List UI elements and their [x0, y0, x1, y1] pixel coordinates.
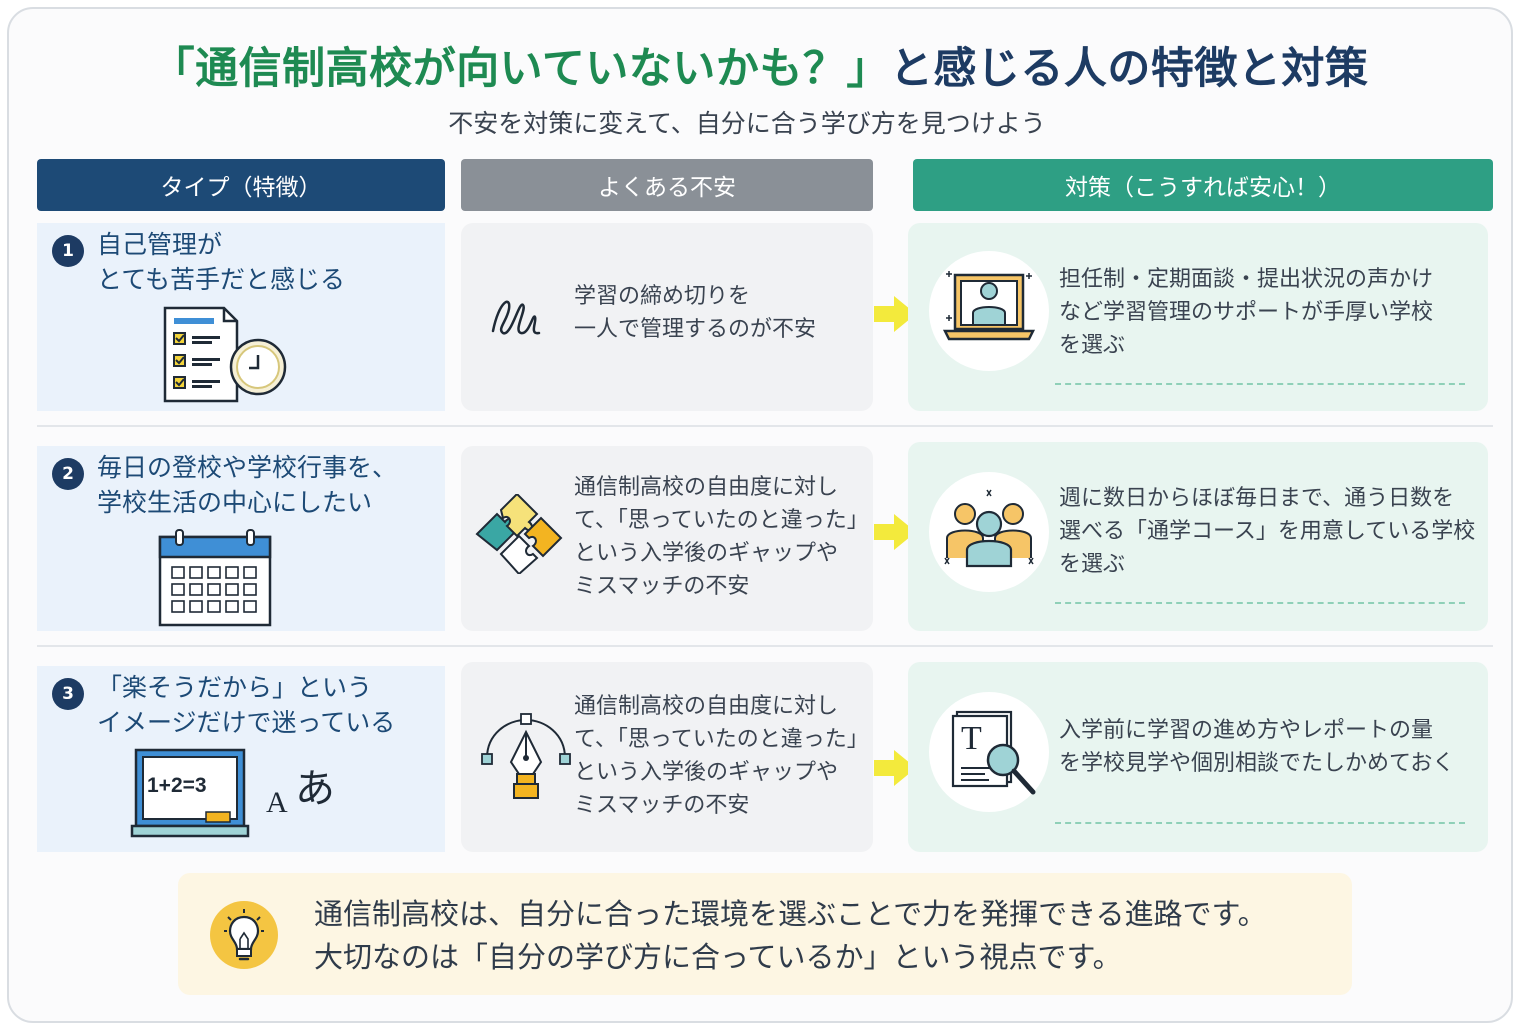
type-text: 毎日の登校や学校行事を、 学校生活の中心にしたい [97, 453, 398, 517]
hiragana-a-glyph: あ [295, 766, 335, 812]
anxiety-text: 通信制高校の自由度に対し て、「思っていたのと違った」 という入学後のギャップや… [574, 475, 869, 599]
solution-cell-3: T 入学前に学習の進め方やレポートの量 を学校見学や個別相談でたしかめておく [908, 662, 1488, 852]
row-number-badge: 3 [52, 678, 84, 710]
solution-icon-circle [929, 251, 1049, 371]
solution-cell-2: 週に数日からほぼ毎日まで、通う日数を 選べる「通学コース」を用意している学校 を… [908, 442, 1488, 631]
checklist-clock-icon [163, 306, 287, 403]
board-equation: 1+2=3 [147, 774, 207, 797]
group-icon [944, 489, 1034, 568]
document-letter: T [961, 720, 982, 757]
column-header-type: タイプ（特徴） [37, 159, 445, 211]
page-title: 「通信制高校が向いていないかも？」と感じる人の特徴と対策 [0, 34, 1520, 96]
calendar-icon [158, 529, 272, 627]
dashed-divider [1055, 602, 1465, 604]
row-separator [37, 645, 1493, 647]
row-number-badge: 2 [52, 458, 84, 490]
tip-text: 通信制高校は、自分に合った環境を選ぶことで力を発揮できる進路です。 大切なのは「… [314, 897, 1267, 974]
document-search-icon [951, 710, 1036, 795]
letter-a-glyph: A [266, 786, 288, 819]
solution-text: 担任制・定期面談・提出状況の声かけ など学習管理のサポートが手厚い学校 を選ぶ [1059, 267, 1434, 358]
anxiety-cell-2: 通信制高校の自由度に対し て、「思っていたのと違った」 という入学後のギャップや… [461, 446, 873, 631]
type-cell-3: 3 「楽そうだから」という イメージだけで迷っている 1+2=3 A あ [37, 666, 445, 852]
solution-text: 週に数日からほぼ毎日まで、通う日数を 選べる「通学コース」を用意している学校 を… [1059, 486, 1476, 577]
arrow-right-icon [874, 514, 916, 550]
online-teacher-icon [942, 271, 1036, 341]
title-rest: と感じる人の特徴と対策 [889, 44, 1369, 94]
dashed-divider [1055, 822, 1465, 824]
type-text: 「楽そうだから」という イメージだけで迷っている [97, 673, 396, 737]
arrow-right-icon [874, 296, 916, 332]
anxiety-cell-3: 通信制高校の自由度に対し て、「思っていたのと違った」 という入学後のギャップや… [461, 662, 873, 852]
column-header-anxiety: よくある不安 [461, 159, 873, 211]
arrow-right-icon [874, 750, 916, 786]
solution-cell-1: 担任制・定期面談・提出状況の声かけ など学習管理のサポートが手厚い学校 を選ぶ [908, 223, 1488, 411]
type-cell-1: 1 自己管理が とても苦手だと感じる [37, 223, 445, 411]
type-text: 自己管理が とても苦手だと感じる [97, 230, 346, 294]
page-subtitle: 不安を対策に変えて、自分に合う学び方を見つけよう [448, 109, 1046, 138]
row-number-badge: 1 [52, 235, 84, 267]
anxiety-cell-1: 学習の締め切りを 一人で管理するのが不安 [461, 223, 873, 411]
blackboard-icon [130, 748, 250, 838]
puzzle-icon [475, 494, 563, 574]
anxiety-text: 通信制高校の自由度に対し て、「思っていたのと違った」 という入学後のギャップや… [574, 694, 869, 818]
lightbulb-icon-circle [210, 901, 278, 969]
solution-icon-circle [929, 472, 1049, 592]
scribble-icon [491, 300, 541, 335]
dashed-divider [1055, 383, 1465, 385]
row-separator [37, 425, 1493, 427]
solution-icon-circle: T [929, 692, 1049, 812]
anxiety-text: 学習の締め切りを 一人で管理するのが不安 [574, 284, 817, 342]
lightbulb-icon [224, 909, 264, 961]
pen-tool-icon [481, 713, 571, 799]
type-cell-2: 2 毎日の登校や学校行事を、 学校生活の中心にしたい [37, 446, 445, 631]
title-highlight: 「通信制高校が向いていないかも？」 [151, 44, 890, 94]
tip-box: 通信制高校は、自分に合った環境を選ぶことで力を発揮できる進路です。 大切なのは「… [178, 873, 1352, 995]
column-header-solution: 対策（こうすれば安心！） [913, 159, 1493, 211]
solution-text: 入学前に学習の進め方やレポートの量 を学校見学や個別相談でたしかめておく [1059, 718, 1455, 776]
